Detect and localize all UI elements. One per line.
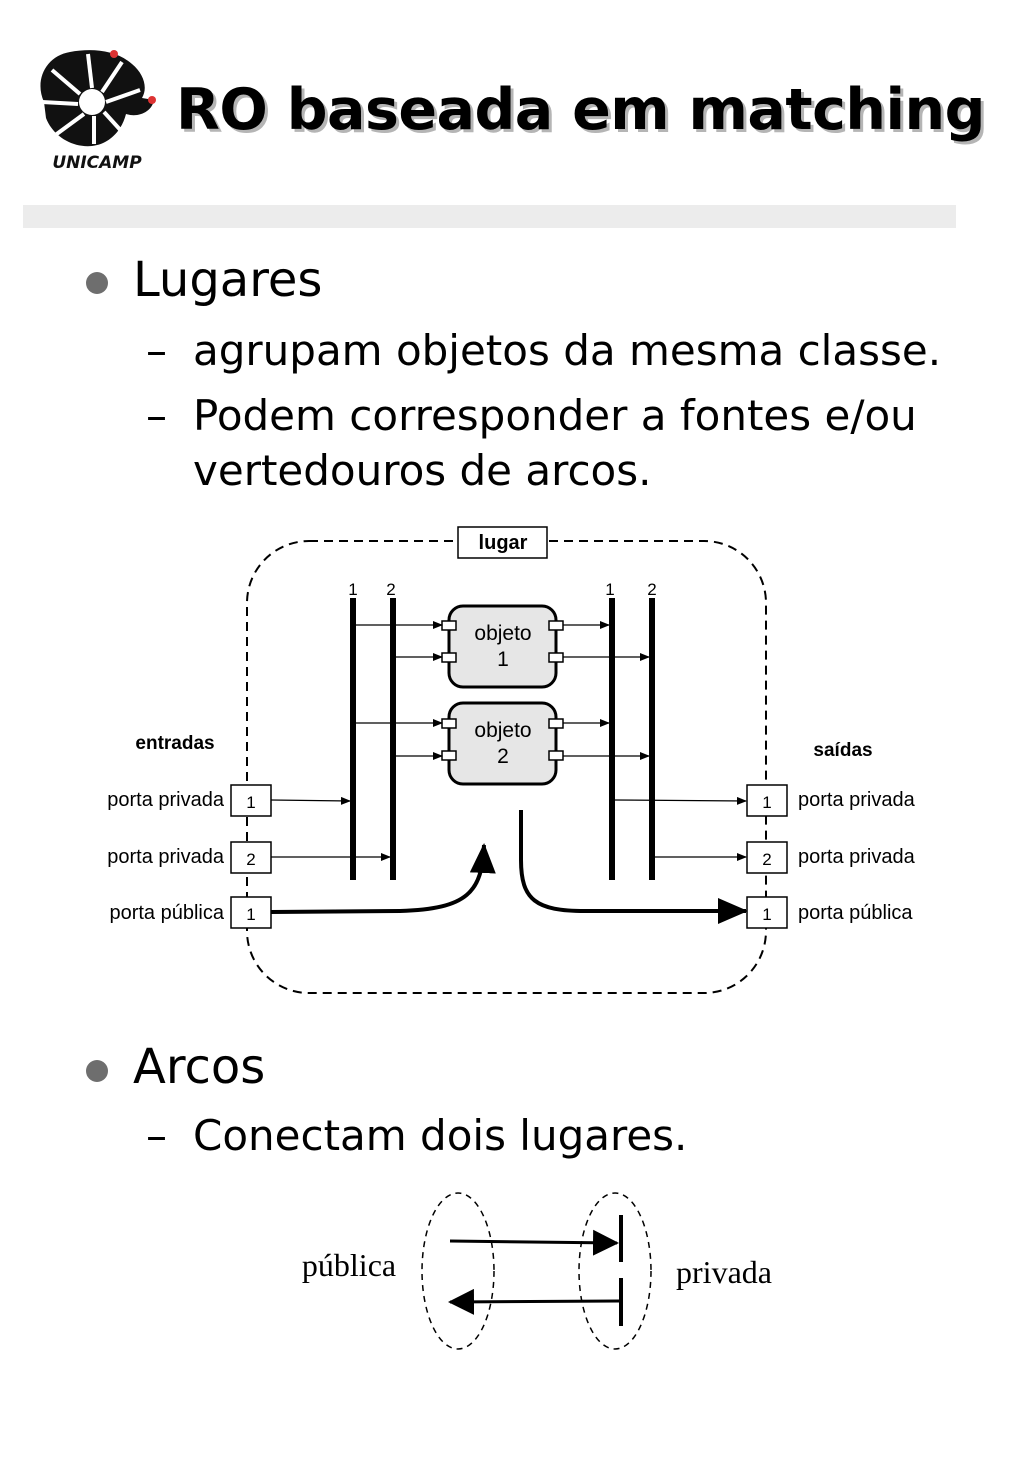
- dash-marker: –: [146, 1111, 167, 1160]
- input-port-number: 1: [246, 793, 255, 812]
- bullet-heading-arcos: Arcos: [133, 1039, 266, 1095]
- sub-bullet-text: Podem corresponder a fontes e/ou: [193, 391, 917, 440]
- object-1-name: objeto: [474, 622, 531, 645]
- unicamp-logo: UNICAMP: [40, 50, 156, 173]
- output-port-number: 1: [762, 793, 771, 812]
- output-port-label: porta privada: [798, 846, 916, 868]
- dash-marker: –: [146, 326, 167, 375]
- object-box-1: [447, 604, 558, 689]
- object-2-number: 2: [497, 745, 509, 768]
- dash-marker: –: [146, 391, 167, 440]
- outputs-label: saídas: [813, 740, 872, 761]
- sub-bullet-text: agrupam objetos da mesma classe.: [193, 326, 942, 375]
- public-place-ellipse: [421, 1192, 495, 1350]
- output-port-label: porta privada: [798, 789, 916, 811]
- object-1-number: 1: [497, 648, 509, 671]
- bar-number: 2: [647, 580, 656, 599]
- output-port-number: 1: [762, 905, 771, 924]
- input-port-label: porta privada: [107, 789, 225, 811]
- arc-to-public: [448, 1288, 620, 1315]
- private-place-ellipse: [578, 1192, 652, 1350]
- place-label: lugar: [479, 532, 528, 554]
- object-2-name: objeto: [474, 719, 531, 742]
- object-box-2: [447, 701, 558, 786]
- bar-number: 1: [348, 580, 357, 599]
- arc-to-private: [449, 1229, 619, 1256]
- logo-text: UNICAMP: [52, 153, 142, 173]
- bullet-heading-lugares: Lugares: [133, 252, 323, 308]
- inputs-label: entradas: [135, 733, 214, 754]
- bar-number: 1: [605, 580, 614, 599]
- sub-bullet-text: Conectam dois lugares.: [193, 1111, 688, 1160]
- private-label: privada: [676, 1254, 772, 1290]
- public-label: pública: [302, 1247, 396, 1283]
- title-divider: [23, 205, 956, 228]
- output-port-number: 2: [762, 850, 771, 869]
- place-diagram: lugar entradas saídas 1 2 1 2 objeto 1 o…: [107, 526, 916, 994]
- input-port-label: porta pública: [109, 902, 224, 924]
- input-port-label: porta privada: [107, 846, 225, 868]
- sub-bullet-text-continued: vertedouros de arcos.: [193, 446, 652, 495]
- output-port-label: porta pública: [798, 902, 913, 924]
- bullet-icon: [86, 1060, 108, 1082]
- bar-number: 2: [386, 580, 395, 599]
- input-port-number: 1: [246, 905, 255, 924]
- page-title: RO baseada em matching: [176, 77, 985, 143]
- bullet-icon: [86, 272, 108, 294]
- input-port-number: 2: [246, 850, 255, 869]
